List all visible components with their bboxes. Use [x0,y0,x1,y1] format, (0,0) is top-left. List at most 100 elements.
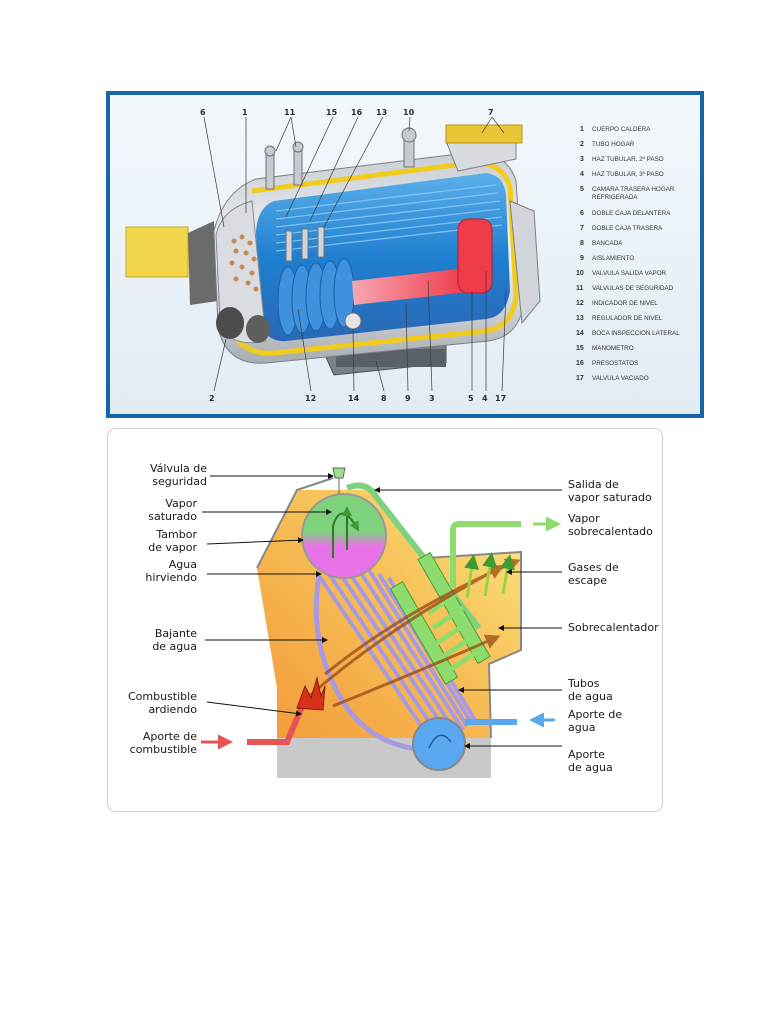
downcomer-pipe [313,575,430,753]
steam-outlet-valve [401,127,417,168]
label-agua-2: hirviendo [145,571,197,584]
svg-text:13: 13 [576,315,584,322]
label-comb-2: ardiendo [148,703,197,716]
superheated-steam-pipe [450,521,521,588]
insulation-layer [227,160,519,356]
svg-text:14: 14 [576,330,584,337]
callout-1: 1 [242,108,248,117]
label-bajante-2: de agua [152,640,197,653]
callout-7: 7 [488,108,494,117]
svg-text:VALVULA VACIADO: VALVULA VACIADO [592,375,649,382]
callout-lines [202,473,562,749]
callout-17: 17 [495,394,506,403]
label-agua-1: Agua [169,558,197,571]
label-sobrecal: Sobrecalentador [568,621,659,634]
label-vapor-sob-1: Vapor [568,512,600,525]
svg-text:11: 11 [576,285,584,292]
rear-shell-end [509,200,541,325]
label-vapor-sat-2: saturado [148,510,197,523]
exhaust-arrows [464,552,515,599]
furnace-mouth-right [246,315,270,343]
svg-text:DOBLE CAJA DELANTERA: DOBLE CAJA DELANTERA [592,210,671,217]
right-labels: Salida de vapor saturado Vapor sobrecale… [567,478,659,774]
svg-text:CAMARA TRASERA HOGAR: CAMARA TRASERA HOGAR [592,186,675,193]
callout-12: 12 [305,394,316,403]
leader-lines [203,116,507,392]
svg-text:REGULADOR DE NIVEL: REGULADOR DE NIVEL [592,315,663,322]
label-tubos-1: Tubos [567,677,600,690]
svg-text:16: 16 [576,360,584,367]
callout-2: 2 [209,394,215,403]
superheater-tubes [427,590,477,676]
svg-text:HAZ TUBULAR, 3º PASO: HAZ TUBULAR, 3º PASO [592,171,664,178]
mud-drum-flow [428,734,452,749]
callout-10: 10 [403,108,415,117]
svg-text:BANCADA: BANCADA [592,240,623,247]
svg-text:CUERPO CALDERA: CUERPO CALDERA [592,126,651,133]
callout-4: 4 [482,394,488,403]
callout-9: 9 [405,394,411,403]
svg-text:VALVULA SALIDA VAPOR: VALVULA SALIDA VAPOR [592,270,667,277]
svg-text:AISLAMIENTO: AISLAMIENTO [592,255,634,262]
water-tubes [317,568,477,748]
furnace-tube-corrugations [277,258,355,336]
inspection-port [344,312,362,330]
mud-drum [412,717,466,771]
svg-text:PRESOSTATOS: PRESOSTATOS [592,360,638,367]
level-indicator [285,226,325,262]
svg-text:5: 5 [580,186,584,193]
steam-drum [301,493,387,579]
label-aporte-agua-b-2: de agua [568,761,613,774]
svg-text:1: 1 [580,126,584,133]
safety-valve [332,467,346,494]
svg-text:17: 17 [576,375,584,382]
callout-16: 16 [351,108,363,117]
label-comb-1: Combustible [128,690,197,703]
svg-text:DOBLE CAJA TRASERA: DOBLE CAJA TRASERA [592,225,663,232]
drum-circulation [332,512,359,558]
svg-text:4: 4 [580,171,584,178]
burning-fuel-flame [296,676,326,711]
label-gases-2: escape [568,574,607,587]
furnace-mouth-left [216,307,244,339]
front-door [188,221,218,305]
label-aporte-comb-2: combustible [130,743,198,756]
left-labels: Válvula de seguridad Vapor saturado Tamb… [128,462,207,756]
rear-chamber [457,218,493,294]
svg-text:HAZ TUBULAR, 2º PASO: HAZ TUBULAR, 2º PASO [592,156,664,163]
label-gases-1: Gases de [568,561,619,574]
svg-text:7: 7 [580,225,584,232]
callout-11: 11 [284,108,296,117]
svg-text:9: 9 [580,255,584,262]
label-valvula-1: Válvula de [150,462,207,475]
svg-text:8: 8 [580,240,584,247]
svg-text:2: 2 [580,141,584,148]
saturated-steam-pipe [345,482,482,630]
label-vapor-sob-2: sobrecalentado [568,525,653,538]
label-salida-2: vapor saturado [568,491,652,504]
burner-box [125,226,189,278]
svg-text:MANOMETRO: MANOMETRO [592,345,634,352]
label-bajante-1: Bajante [155,627,197,640]
fire-tube-boiler-figure: 6 1 11 15 16 13 10 7 2 12 14 8 9 3 5 4 1… [106,91,704,418]
callout-6: 6 [200,108,206,117]
legend: 1 CUERPO CALDERA 2 TUBO HOGAR 3 HAZ TUBU… [576,126,680,382]
svg-text:BOCA INSPECCION LATERAL: BOCA INSPECCION LATERAL [592,330,680,337]
svg-text:15: 15 [576,345,584,352]
label-vapor-sat-1: Vapor [165,497,197,510]
rear-box-yellow [445,124,523,144]
label-aporte-agua-a-2: agua [568,721,595,734]
callout-5: 5 [468,394,474,403]
svg-text:3: 3 [580,156,584,163]
superheater [389,551,491,685]
callout-8: 8 [381,394,387,403]
label-salida-1: Salida de [568,478,619,491]
label-aporte-agua-b-1: Aporte [568,748,605,761]
furnace-flame [352,267,482,305]
fuel-feed-pipe [247,702,306,745]
label-aporte-comb-1: Aporte de [143,730,197,743]
callout-3: 3 [429,394,435,403]
label-tubos-2: de agua [568,690,613,703]
svg-text:12: 12 [576,300,584,307]
svg-text:6: 6 [580,210,584,217]
